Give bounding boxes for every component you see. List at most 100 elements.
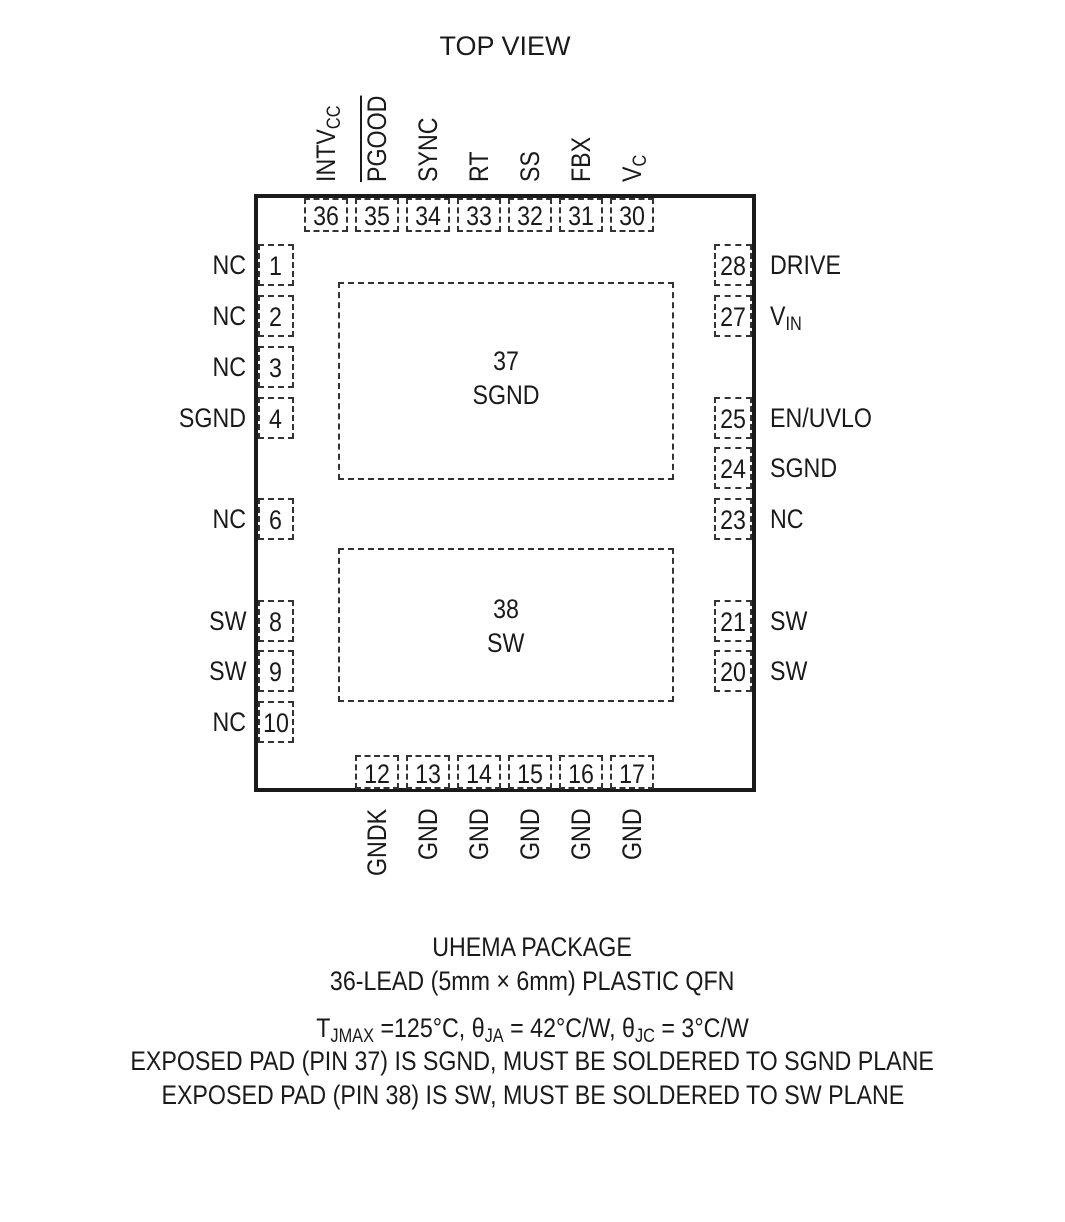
pin-label-text: GND (566, 808, 596, 860)
pin-number: 6 (269, 505, 283, 535)
pin-label-text: NC (212, 504, 246, 534)
pin-number: 36 (313, 201, 339, 231)
pin-28: 28 (714, 244, 752, 286)
pin-8: 8 (258, 600, 294, 642)
pin-label-34: SYNC (413, 117, 443, 182)
pin-label-1: NC (212, 252, 246, 279)
pin-number: 4 (269, 404, 283, 434)
pin-number: 27 (720, 302, 746, 332)
pin-16: 16 (559, 755, 603, 789)
pin-label-text: SGND (178, 403, 246, 433)
package-name: UHEMA PACKAGE (432, 932, 633, 962)
pin-20: 20 (714, 650, 752, 692)
pin-32: 32 (508, 198, 552, 232)
pin-label-21: SW (770, 608, 807, 635)
pin-label-36: INTVCC (311, 105, 345, 182)
pin-number: 32 (517, 201, 543, 231)
pin-number: 15 (517, 759, 543, 789)
pin-label-text: SS (515, 151, 545, 182)
pin-17: 17 (610, 755, 654, 789)
pin-label-6: NC (212, 506, 246, 533)
pin-label-text: SGND (770, 453, 838, 483)
pin-number: 21 (720, 607, 746, 637)
pin-number: 34 (415, 201, 441, 231)
pin-label-text: SW (770, 606, 808, 636)
pin-label-text: GND (464, 808, 494, 860)
pin-label-text: INTVCC (311, 105, 345, 182)
pin-label-text: NC (770, 504, 804, 534)
pin-label-31: FBX (566, 137, 596, 182)
pin-label-20: SW (770, 658, 807, 685)
pin-10: 10 (258, 701, 294, 743)
pin-label-24: SGND (770, 455, 837, 482)
pin-label-text: SW (770, 656, 808, 686)
pin-3: 3 (258, 346, 294, 388)
pin-label-text: GND (617, 808, 647, 860)
pin-number: 24 (720, 454, 746, 484)
exposed-pad-38: 38 SW (338, 548, 674, 702)
pin-1: 1 (258, 244, 294, 286)
pin-label-text: NC (212, 352, 246, 382)
pin-14: 14 (457, 755, 501, 789)
pin-35: 35 (355, 198, 399, 232)
pin-number: 8 (269, 607, 283, 637)
pin-number: 2 (269, 302, 283, 332)
pin-number: 13 (415, 759, 441, 789)
pin-4: 4 (258, 397, 294, 439)
exposed-pad-37: 37 SGND (338, 282, 674, 480)
pin-label-text: SW (208, 606, 246, 636)
pin-label-25: EN/UVLO (770, 405, 872, 432)
pin-label-text: NC (212, 301, 246, 331)
pin-number: 20 (720, 657, 746, 687)
package-outline: 37 SGND 38 SW (254, 194, 756, 792)
pin-number: 16 (568, 759, 594, 789)
pin-label-27: VIN (770, 301, 802, 335)
pin-label-2: NC (212, 303, 246, 330)
pin-label-12: GNDK (362, 808, 392, 876)
pin-number: 25 (720, 404, 746, 434)
pin-21: 21 (714, 600, 752, 642)
pin-number: 35 (364, 201, 390, 231)
pin-label-text: NC (212, 250, 246, 280)
pad-37-label: SGND (472, 380, 540, 410)
pin-label-text: GND (515, 808, 545, 860)
pin-label-9: SW (209, 658, 246, 685)
package-description: 36-LEAD (5mm × 6mm) PLASTIC QFN (330, 966, 735, 996)
pin-24: 24 (714, 447, 752, 489)
pin-label-text: GND (413, 808, 443, 860)
pad-38-number: 38 (493, 594, 519, 624)
pin-9: 9 (258, 650, 294, 692)
pin-36: 36 (304, 198, 348, 232)
pin-label-35: PGOOD (362, 95, 392, 182)
pin-label-10: NC (212, 709, 246, 736)
pin-number: 3 (269, 353, 283, 383)
pin-label-32: SS (515, 151, 545, 182)
pin-label-text: VIN (770, 301, 802, 335)
pin-number: 14 (466, 759, 492, 789)
pin-label-text: EN/UVLO (770, 403, 872, 433)
pin-12: 12 (355, 755, 399, 789)
pin-label-text: DRIVE (770, 250, 841, 280)
pin-label-28: DRIVE (770, 252, 841, 279)
pin-23: 23 (714, 498, 752, 540)
pin-number: 30 (619, 201, 645, 231)
exposed-pad-note-37: EXPOSED PAD (PIN 37) IS SGND, MUST BE SO… (130, 1046, 935, 1076)
pad-38-label: SW (487, 628, 525, 658)
pin-25: 25 (714, 397, 752, 439)
pin-13: 13 (406, 755, 450, 789)
diagram-title: TOP VIEW (439, 31, 571, 61)
pin-number: 33 (466, 201, 492, 231)
pin-label-13: GND (413, 808, 443, 860)
pin-label-14: GND (464, 808, 494, 860)
pin-33: 33 (457, 198, 501, 232)
pin-number: 23 (720, 505, 746, 535)
pin-label-text: PGOOD (362, 95, 392, 182)
pin-30: 30 (610, 198, 654, 232)
pin-label-30: VC (617, 155, 651, 182)
pin-label-17: GND (617, 808, 647, 860)
pin-31: 31 (559, 198, 603, 232)
thermal-specs: TJMAX =125°C, θJA = 42°C/W, θJC = 3°C/W (316, 1013, 749, 1047)
pin-label-text: GNDK (362, 808, 392, 876)
pin-number: 1 (269, 251, 283, 281)
pin-label-text: NC (212, 707, 246, 737)
